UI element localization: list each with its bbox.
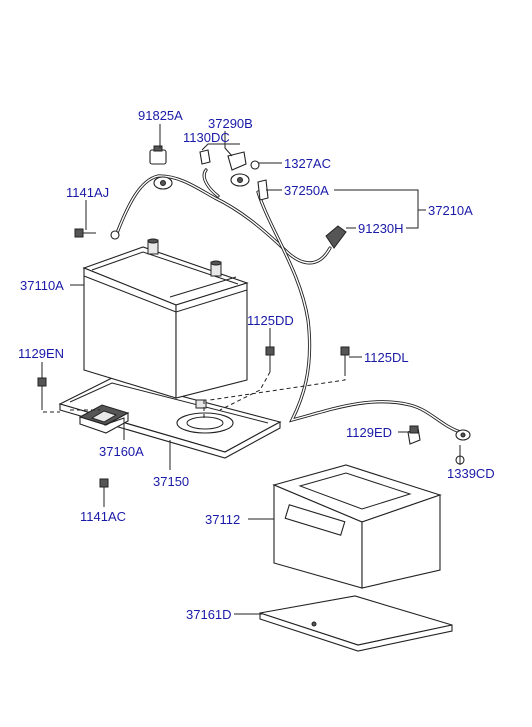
label-37150: 37150 bbox=[153, 474, 189, 489]
label-37290B: 37290B bbox=[208, 116, 253, 131]
label-1129EN: 1129EN bbox=[18, 346, 64, 361]
cable-terminals bbox=[110, 145, 471, 445]
label-91825A: 91825A bbox=[138, 108, 183, 123]
label-91230H: 91230H bbox=[358, 221, 404, 236]
label-1327AC: 1327AC bbox=[284, 156, 331, 171]
label-1130DC: 1130DC bbox=[183, 130, 230, 145]
label-1141AJ: 1141AJ bbox=[66, 185, 109, 200]
label-37161D: 37161D bbox=[186, 607, 232, 622]
battery-tray bbox=[58, 377, 282, 459]
battery-cable bbox=[115, 168, 462, 434]
label-37210A: 37210A bbox=[428, 203, 473, 218]
label-37110A: 37110A bbox=[20, 278, 64, 293]
label-37250A: 37250A bbox=[284, 183, 329, 198]
label-1129ED: 1129ED bbox=[346, 425, 392, 440]
battery bbox=[82, 238, 249, 399]
battery-cover bbox=[272, 464, 442, 589]
leader-lines bbox=[41, 124, 461, 615]
battery-plate bbox=[259, 595, 453, 652]
assembly-dashes bbox=[41, 371, 346, 420]
label-37112: 37112 bbox=[205, 512, 240, 527]
label-37160A: 37160A bbox=[99, 444, 144, 459]
label-1125DL: 1125DL bbox=[364, 350, 409, 365]
label-1125DD: 1125DD bbox=[247, 313, 294, 328]
hold-down-clamp bbox=[78, 404, 130, 434]
label-1141AC: 1141AC bbox=[80, 509, 126, 524]
part-labels: 91825A 37290B 1130DC 1327AC 1141AJ 37250… bbox=[18, 108, 495, 622]
label-1339CD: 1339CD bbox=[447, 466, 495, 481]
